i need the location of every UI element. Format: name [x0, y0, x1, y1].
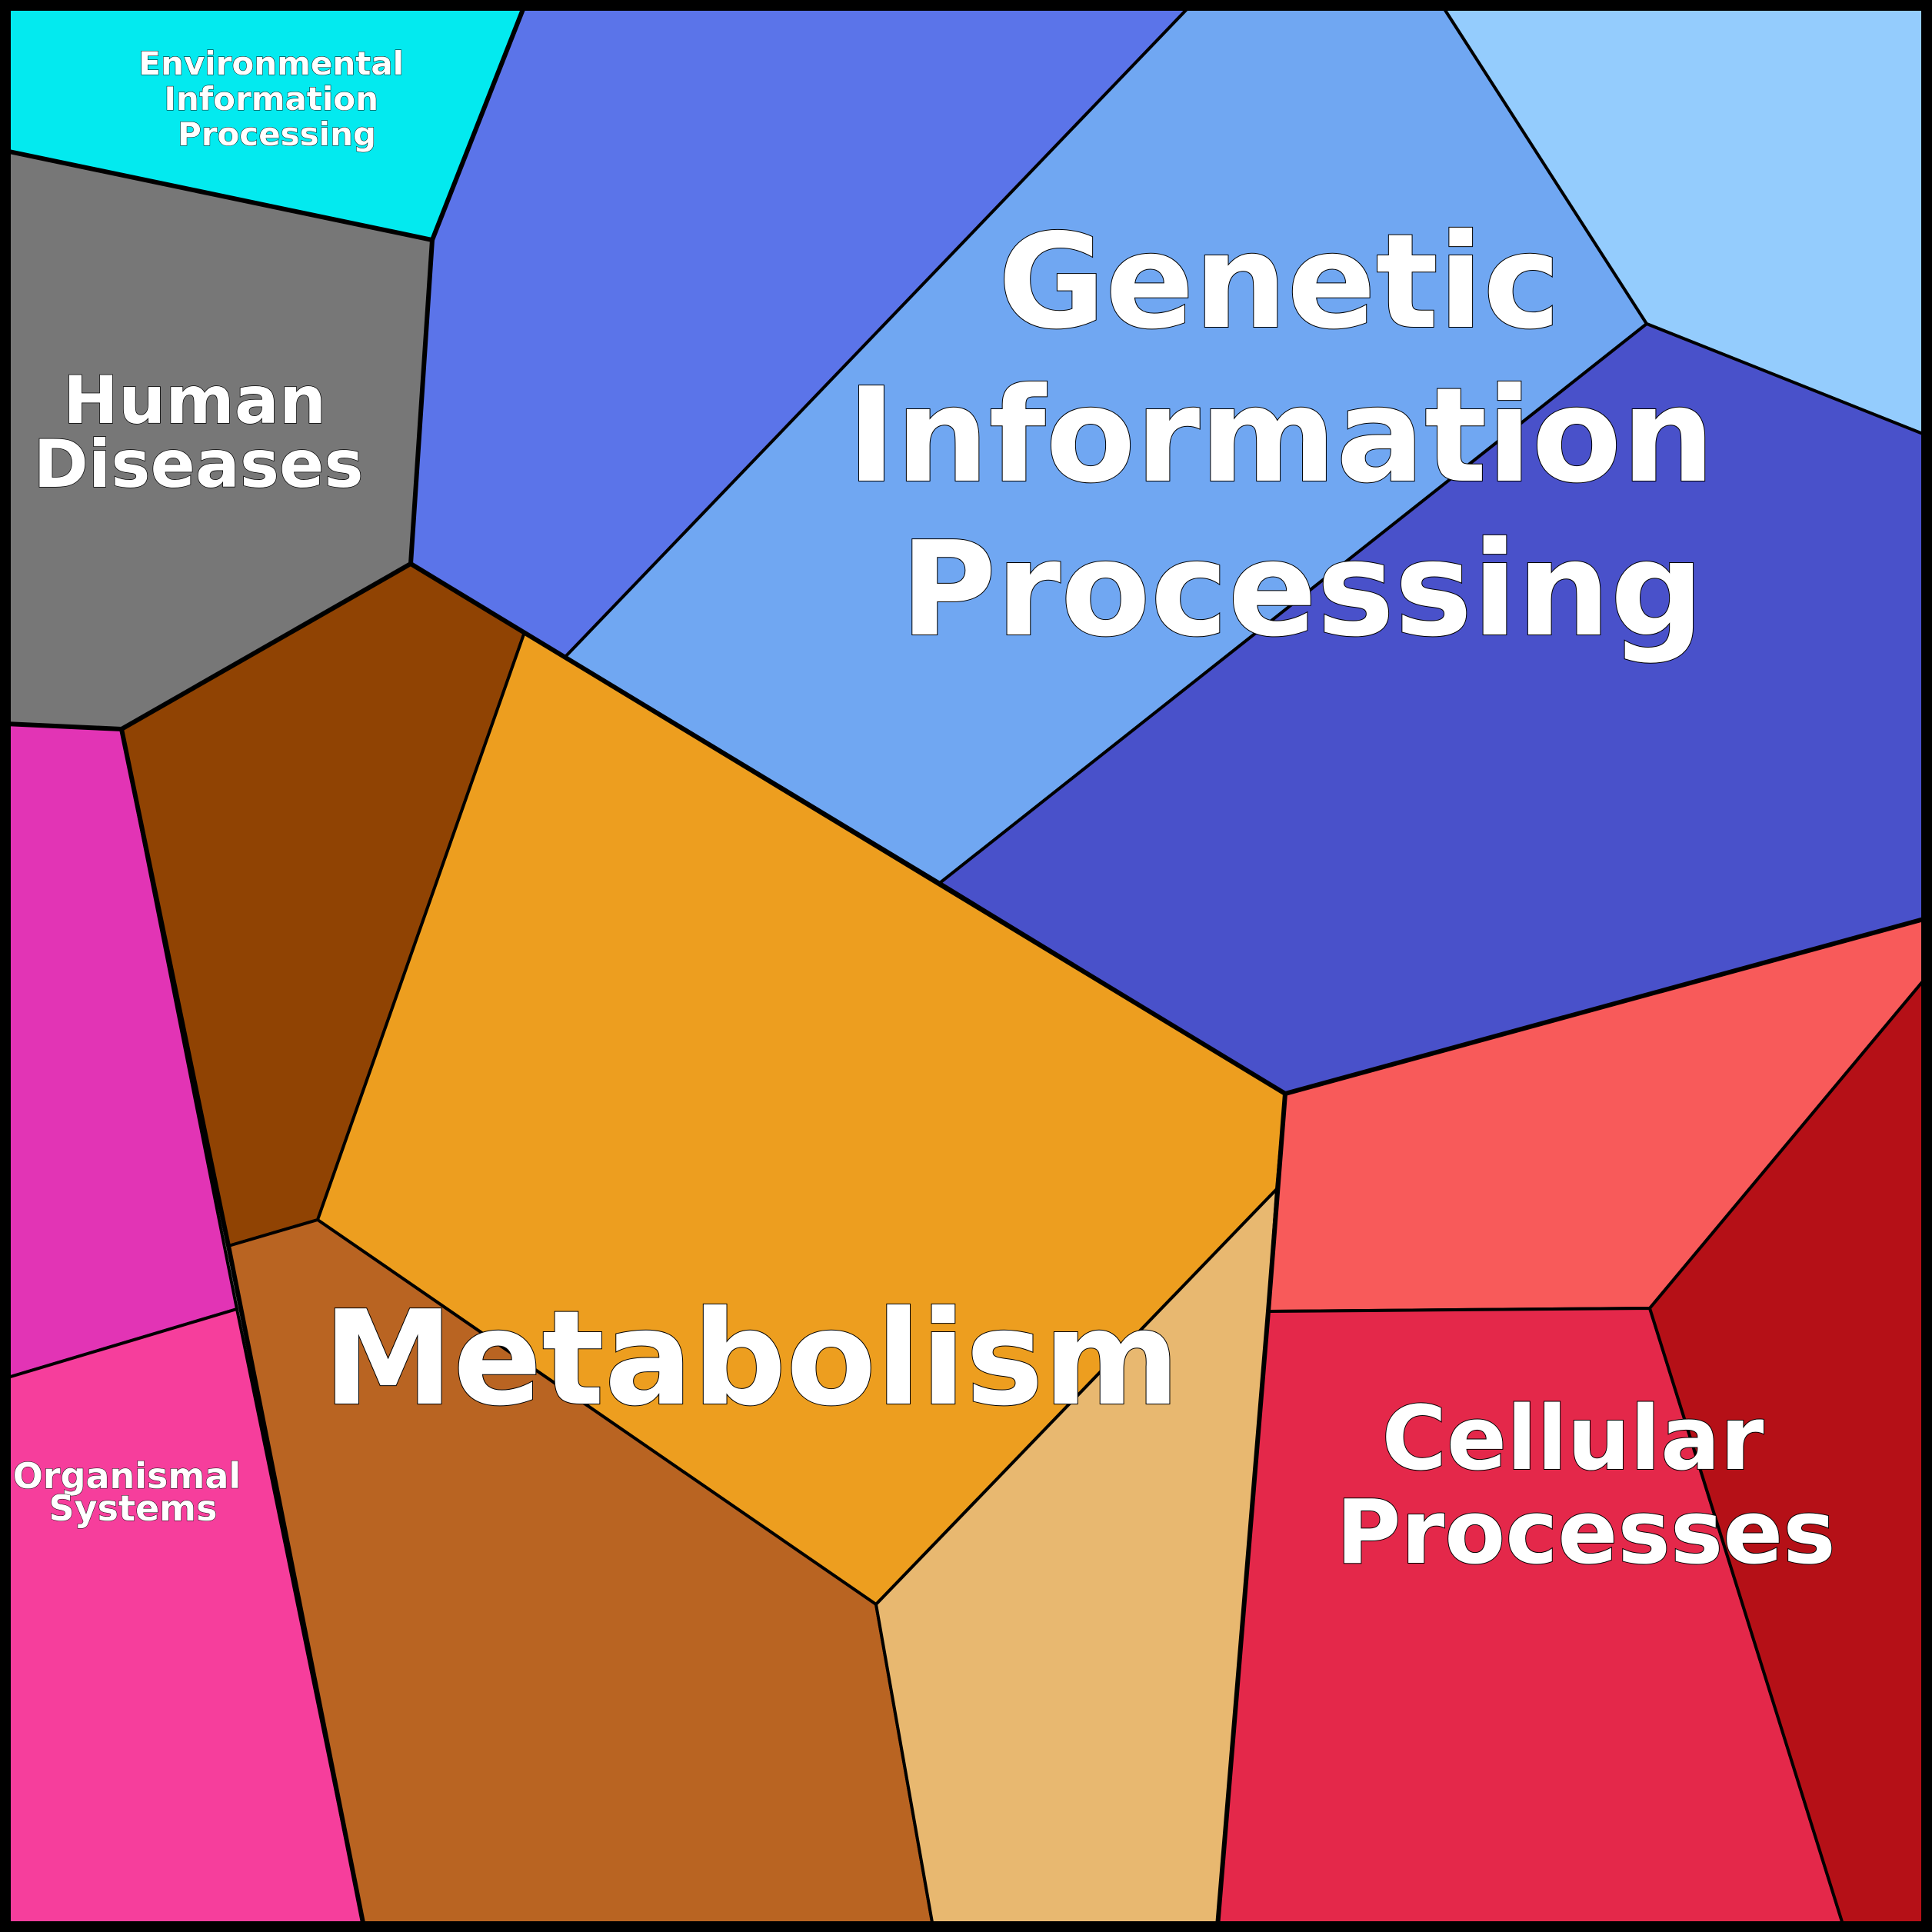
- label-environmental-information-processing: Environmental Information Processing: [138, 45, 415, 153]
- label-organismal-systems: Organismal Systems: [13, 1455, 253, 1529]
- label-human-diseases: Human Diseases: [33, 362, 363, 503]
- label-metabolism: Metabolism: [323, 1283, 1180, 1435]
- category-boundary-organismal: [119, 728, 366, 1927]
- category-boundary-human-diseases: [5, 239, 435, 732]
- label-genetic-information-processing: Genetic Information Processing: [847, 206, 1760, 666]
- category-boundary-cellular: [1215, 1093, 1287, 1927]
- label-cellular-processes: Cellular Processes: [1336, 1387, 1836, 1584]
